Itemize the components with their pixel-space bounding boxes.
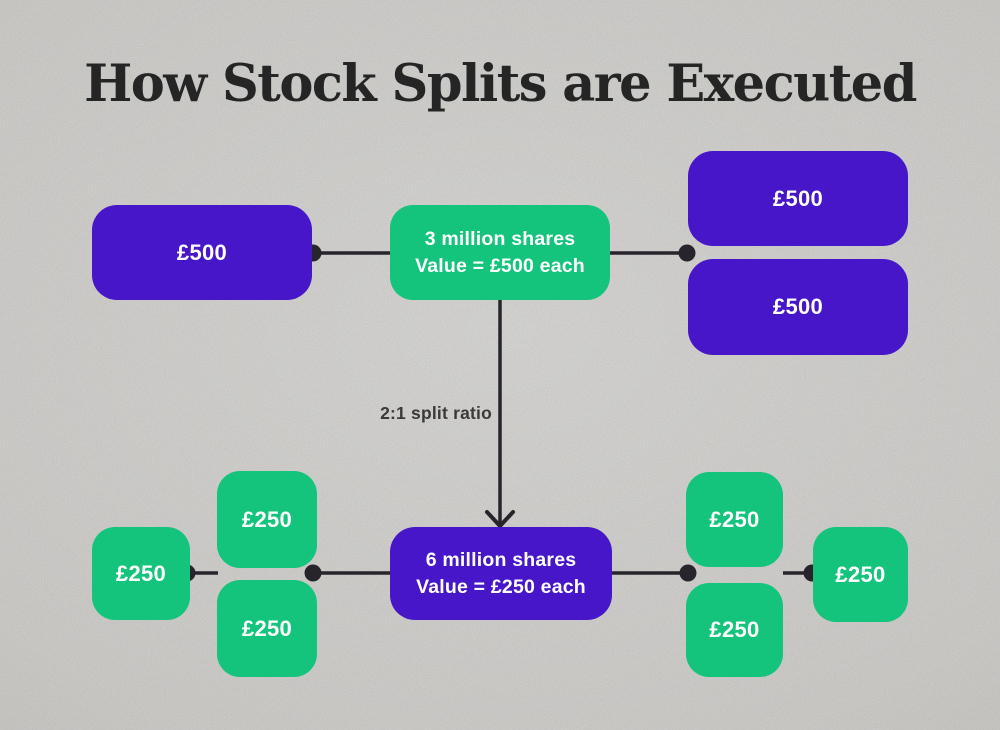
connector-dot: [304, 564, 322, 582]
share-box-250-left-stack-bottom: £250: [217, 580, 317, 677]
share-value: £250: [241, 615, 293, 641]
share-box-500-right-top: £500: [688, 151, 908, 246]
share-value: £500: [176, 239, 228, 265]
share-box-250-right-stack-bottom: £250: [686, 583, 783, 677]
connector-dot: [679, 564, 697, 582]
split-ratio-label: 2:1 split ratio: [380, 403, 492, 423]
share-box-250-right-stack-top: £250: [686, 472, 783, 567]
share-value: £250: [115, 560, 167, 586]
share-box-500-left: £500: [92, 205, 312, 300]
share-box-250-far-right: £250: [813, 527, 908, 622]
pool-share-value: Value = £250 each: [416, 575, 586, 598]
share-value: £500: [772, 294, 824, 319]
share-value: £250: [709, 506, 760, 532]
pool-share-value: Value = £500 each: [415, 254, 585, 277]
share-value: £250: [709, 617, 760, 642]
share-value: £250: [835, 561, 886, 587]
page-title: How Stock Splits are Executed: [84, 54, 917, 114]
connector-dot: [678, 244, 696, 262]
share-box-500-right-bottom: £500: [688, 259, 908, 355]
arrowhead-icon: [485, 510, 515, 528]
pool-shares-count: 6 million shares: [425, 548, 577, 571]
pool-box-after-split: 6 million shares Value = £250 each: [390, 527, 612, 620]
share-value: £500: [772, 185, 824, 211]
pool-box-before-split: 3 million shares Value = £500 each: [390, 205, 610, 300]
share-box-250-far-left: £250: [92, 527, 190, 620]
share-box-250-left-stack-top: £250: [217, 471, 317, 568]
pool-shares-count: 3 million shares: [424, 227, 576, 250]
share-value: £250: [241, 506, 293, 532]
